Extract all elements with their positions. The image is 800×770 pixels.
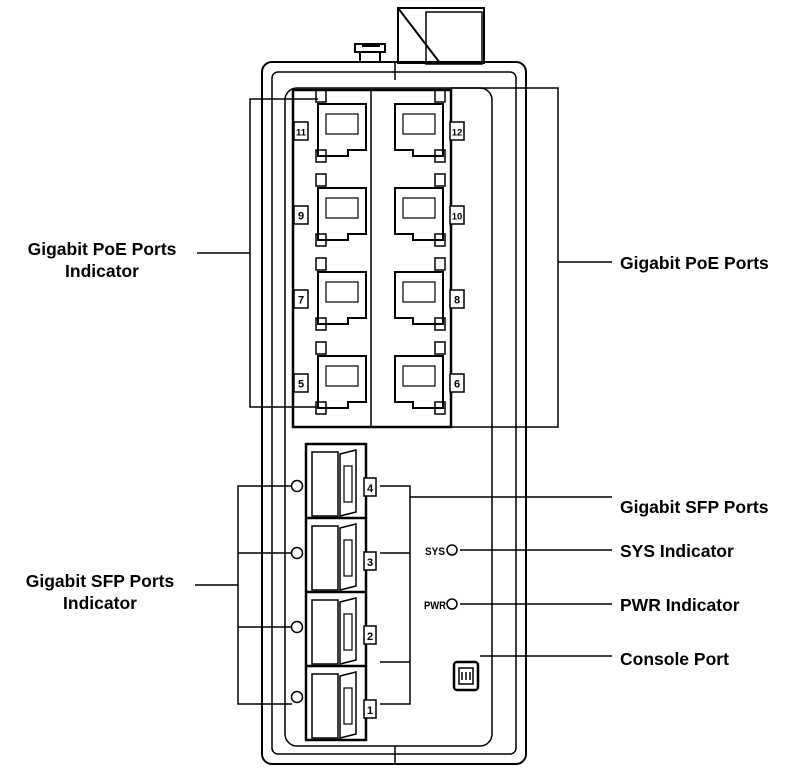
pwr-mark: PWR (424, 600, 446, 612)
sfp-number-2: 2 (363, 625, 377, 645)
port-number-8-label: 8 (454, 295, 460, 307)
callout-sfp-ports-indicator-line2: Indicator (63, 593, 137, 613)
sfp-slot-4 (311, 449, 357, 517)
faceplate (284, 87, 493, 747)
sfp-led-4 (290, 479, 304, 493)
port-number-5: 5 (293, 373, 309, 393)
port-number-7: 7 (293, 289, 309, 309)
callout-sfp-ports-indicator: Gigabit SFP Ports Indicator (2, 570, 198, 614)
sfp-number-4: 4 (363, 477, 377, 497)
rj45-port-9 (315, 173, 367, 247)
sfp-number-1-label: 1 (367, 705, 373, 717)
rj45-port-12 (394, 89, 446, 163)
ground-screw (354, 43, 386, 63)
housing (261, 61, 527, 765)
rj45-port-numbers: 11 12 9 10 7 8 5 6 (293, 121, 465, 393)
port-number-12-label: 12 (452, 128, 463, 139)
rj45-port-7 (315, 257, 367, 331)
sfp-number-3-label: 3 (367, 557, 373, 569)
rj45-port-8 (394, 257, 446, 331)
port-number-10: 10 (449, 205, 465, 225)
port-number-10-label: 10 (452, 212, 463, 223)
rj45-port-5 (315, 341, 367, 415)
rj45-port-shapes (315, 89, 446, 415)
sys-led (446, 544, 458, 556)
port-number-9-label: 9 (298, 211, 304, 223)
sfp-number-3: 3 (363, 551, 377, 571)
port-number-11: 11 (293, 121, 309, 141)
rj45-port-10 (394, 173, 446, 247)
port-number-11-label: 11 (296, 128, 307, 139)
sfp-port-numbers: 4 3 2 1 (363, 477, 377, 719)
rj45-block (291, 88, 453, 429)
sfp-slot-2 (311, 597, 357, 665)
sfp-slot-3 (311, 523, 357, 591)
sfp-cage (304, 442, 368, 742)
sfp-number-1: 1 (363, 699, 377, 719)
port-number-12: 12 (449, 121, 465, 141)
callout-poe-ports-indicator: Gigabit PoE Ports Indicator (4, 238, 200, 282)
sfp-led-1 (290, 690, 304, 704)
callout-sfp-ports: Gigabit SFP Ports (620, 497, 769, 517)
housing-inner (271, 71, 517, 755)
port-number-7-label: 7 (298, 295, 304, 307)
rj45-port-11 (315, 89, 367, 163)
port-number-8: 8 (449, 289, 465, 309)
callout-poe-ports: Gigabit PoE Ports (620, 253, 769, 273)
port-number-9: 9 (293, 205, 309, 225)
callout-console-port: Console Port (620, 649, 729, 669)
callout-leader-lines (195, 87, 612, 705)
sys-mark: SYS (425, 546, 445, 558)
console-port-icon (452, 660, 480, 692)
callout-pwr-indicator: PWR Indicator (620, 595, 740, 615)
sfp-led-3 (290, 546, 304, 560)
callout-poe-ports-indicator-line1: Gigabit PoE Ports (27, 239, 177, 259)
port-number-6: 6 (449, 373, 465, 393)
pwr-led (446, 598, 458, 610)
din-rail-clip (397, 7, 485, 65)
sfp-led-2 (290, 620, 304, 634)
port-number-6-label: 6 (454, 379, 460, 391)
sfp-number-2-label: 2 (367, 631, 373, 643)
sfp-number-4-label: 4 (367, 483, 374, 495)
rj45-port-6 (394, 341, 446, 415)
callout-poe-ports-indicator-line2: Indicator (65, 261, 139, 281)
callout-sys-indicator: SYS Indicator (620, 541, 734, 561)
port-number-5-label: 5 (298, 379, 304, 391)
sfp-slot-shapes (311, 449, 357, 739)
callout-sfp-ports-indicator-line1: Gigabit SFP Ports (25, 571, 175, 591)
sfp-slot-1 (311, 671, 357, 739)
